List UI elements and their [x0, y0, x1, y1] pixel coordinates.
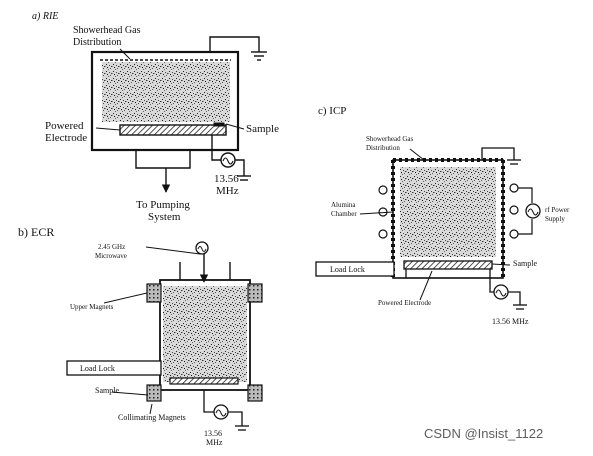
rie-frequency-label-line1: 13.56	[214, 173, 239, 185]
icp-showerhead-label-line2: Distribution	[366, 144, 400, 152]
ecr-upper-magnet-right	[247, 283, 263, 303]
ecr-frequency-label-line2: MHz	[206, 438, 223, 447]
rie-electrode-label-line1: Powered	[45, 120, 84, 132]
rie-electrode-label-line2: Electrode	[45, 132, 88, 144]
rie-sample-label: Sample	[246, 123, 279, 135]
icp-electrode-label: Powered Electrode	[378, 299, 432, 307]
icp-plasma	[400, 167, 496, 257]
ecr-microwave-label-line2: Microwave	[95, 252, 127, 260]
icp-showerhead-label-line1: Showerhead Gas	[366, 135, 414, 143]
icp-title: c) ICP	[318, 105, 347, 117]
ecr-microwave-label-line1: 2.45 GHz	[98, 243, 126, 251]
icp-load-lock-label: Load Lock	[330, 265, 365, 274]
rie-plasma	[102, 62, 230, 122]
icp-alumina-label-line2: Chamber	[331, 210, 357, 218]
ecr-frequency-label-line1: 13.56	[204, 429, 222, 438]
ecr-electrode	[169, 377, 239, 385]
rie-title: a) RIE	[32, 11, 59, 22]
ecr-load-lock-label: Load Lock	[80, 364, 115, 373]
icp-powered-electrode	[403, 260, 493, 270]
rie-rf-wire	[211, 135, 221, 161]
icp-rf-supply-label-line1: rf Power	[545, 206, 570, 214]
ecr-collimating-magnet-left	[146, 384, 162, 402]
rie-pumping-line	[135, 150, 191, 169]
rie-ground-wire	[209, 36, 260, 52]
icp-rf-supply-label-line2: Supply	[545, 215, 565, 223]
rie-panel	[90, 36, 267, 193]
ecr-upper-magnets-label: Upper Magnets	[70, 303, 114, 311]
ecr-collimating-label: Collimating Magnets	[118, 413, 186, 422]
ecr-collimating-magnet-right	[247, 384, 263, 402]
ecr-title: b) ECR	[18, 225, 55, 239]
rie-frequency-label-line2: MHz	[216, 185, 239, 197]
ecr-sample-label: Sample	[95, 386, 119, 395]
ecr-plasma	[163, 286, 247, 382]
ecr-load-lock	[66, 360, 162, 376]
icp-load-lock	[315, 261, 395, 277]
ecr-upper-magnet-left	[146, 283, 162, 303]
icp-sample-label: Sample	[513, 259, 537, 268]
icp-frequency-label: 13.56 MHz	[492, 317, 529, 326]
rie-showerhead-label-line1: Showerhead Gas	[73, 25, 141, 36]
rie-showerhead-label-line2: Distribution	[73, 37, 122, 48]
watermark-text: CSDN @Insist_1122	[424, 426, 544, 441]
ecr-panel	[66, 241, 263, 431]
icp-panel	[315, 147, 541, 310]
icp-coil	[378, 185, 388, 195]
rie-pumping-label-line1: To Pumping	[136, 199, 190, 211]
icp-alumina-label-line1: Alumina	[331, 201, 356, 209]
rie-pumping-label-line2: System	[148, 211, 181, 223]
rie-sample	[213, 122, 225, 127]
rie-powered-electrode	[119, 124, 227, 136]
